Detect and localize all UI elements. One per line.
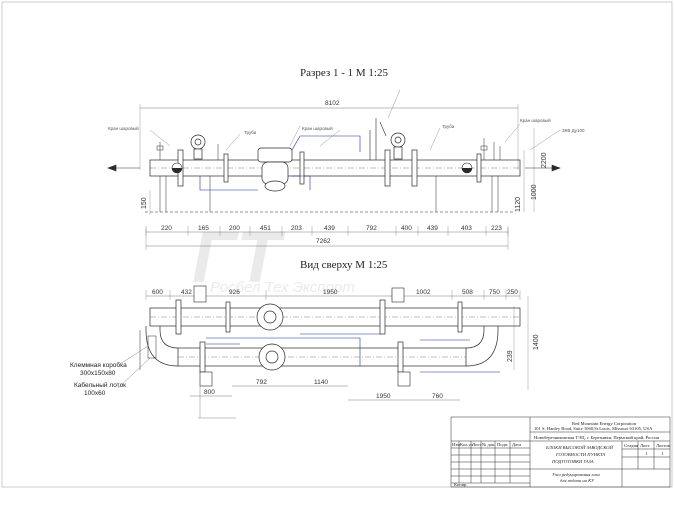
cable-tray-label: Кабельный лоток [74, 381, 126, 389]
callout-leaders [117, 345, 236, 419]
rev-header-kol: Кол.уч [460, 442, 474, 447]
drawing-title-line1: БЛОКИ ВЫСОКОЙ ЗАВОДСКОЙ [545, 444, 613, 450]
label-pipe-right: Труба [442, 124, 455, 129]
rev-header-izm: Изм [452, 442, 460, 447]
section-regulator [257, 147, 293, 192]
section-left-height: 150 [141, 190, 151, 215]
dim-top-right-1: 1400 [533, 334, 540, 350]
top-view-title: Вид сверху М 1:25 [300, 259, 388, 271]
dim-top-right-2: 239 [507, 350, 514, 362]
top-bottom-chain-value: 800 [204, 389, 215, 396]
sheet-title-line1: Узел редуцирования газа [552, 472, 600, 477]
top-chain-value: 750 [489, 289, 500, 296]
section-chain-value: 792 [366, 225, 377, 232]
top-lower-pipe [145, 326, 499, 373]
dim-left-height: 150 [141, 197, 148, 209]
dim-right-height-2: 1000 [531, 184, 538, 200]
rev-header-doc: № док. [482, 442, 496, 447]
drawing-title-line3: ПОДГОТОВКИ ГАЗА [551, 459, 594, 464]
top-impulse-lines [206, 333, 500, 373]
section-chain-value: 400 [401, 225, 412, 232]
label-valve-mid: Кран шаровый [302, 125, 333, 131]
dim-overall: 8102 [325, 100, 340, 107]
top-dimension-chain: 600 432 926 1950 1002 508 750 250 800 792 1140 1950… [145, 289, 521, 401]
company-address: 101 S. Hanley Road, Suite 1060,St.Louis,… [534, 426, 653, 432]
top-bottom-chain-value: 760 [432, 393, 443, 400]
rev-header-sign: Подп. [497, 442, 508, 447]
top-chain-value: 432 [181, 289, 192, 296]
label-valve-right: Кран шаровый [520, 117, 551, 123]
section-shutoff-valve [369, 118, 387, 160]
section-chain-value: 223 [491, 225, 502, 232]
dim-right-height-3: 1120 [515, 197, 522, 212]
section-instruments [156, 138, 501, 160]
footer-copy: Копир. [454, 482, 468, 487]
top-regulator-upper [256, 303, 284, 331]
top-valves [193, 285, 411, 387]
terminal-box-label: Клеммная коробка [70, 361, 127, 369]
section-chain-value: 439 [427, 225, 438, 232]
top-chain-value: 1002 [416, 289, 431, 296]
section-right-heights: 1120 1000 2200 [515, 128, 548, 212]
sheet-value: 1 [645, 451, 648, 456]
section-chain-value: 451 [260, 225, 271, 232]
flow-indicator-left [171, 162, 183, 174]
section-chain-value: 220 [161, 225, 172, 232]
label-valve-left: Кран шаровый [108, 125, 139, 131]
section-chain-value: 439 [324, 225, 335, 232]
label-pipe-left: Труба [244, 130, 257, 135]
sheet-title-line2: для подачи на КУ [560, 478, 595, 483]
dim-right-height-1: 2200 [541, 152, 548, 168]
section-leaders [149, 89, 561, 151]
section-supports [145, 176, 515, 213]
section-dimension-chain: 220 165 200 451 203 439 792 400 439 403 223 [145, 225, 509, 236]
title-block [450, 416, 671, 488]
section-chain-value: 403 [461, 225, 472, 232]
section-valve-left [190, 134, 206, 160]
watermark-text: Росбел Тех Экспорт [210, 279, 355, 296]
label-flange-right: ЗКВ Ду100 [562, 128, 585, 133]
top-right-heights: 239 1400 [507, 296, 540, 390]
rev-header-list: Лист [472, 442, 482, 447]
project-name: Новоберезниковская ТЭЦ, г. Березники, Пе… [534, 435, 660, 441]
top-bottom-chain-value: 1140 [314, 379, 328, 386]
section-chain-value: 200 [229, 225, 240, 232]
sheets-value: 1 [661, 451, 664, 456]
top-regulator-lower [258, 343, 286, 371]
top-bottom-chain-value: 792 [256, 379, 267, 386]
top-chain-value: 1950 [323, 289, 338, 296]
watermark-logo: ГТ [192, 218, 286, 298]
terminal-box-size: 300x150x80 [80, 370, 116, 377]
section-valve-right [390, 132, 406, 160]
sheets-header: Листов [656, 443, 671, 448]
section-main-pipe [149, 149, 521, 187]
sheet-frame [1, 1, 673, 488]
section-chain-value: 165 [198, 225, 209, 232]
drawing-title-line2: ГОТОВНОСТИ ПУНКТА [555, 452, 605, 457]
top-chain-value: 508 [462, 289, 473, 296]
stage-header: Стадия [624, 443, 639, 448]
top-bottom-chain-value: 1950 [376, 393, 391, 400]
company-name: Red Mountain Energy Corporation [572, 421, 637, 426]
section-chain-value: 203 [291, 225, 302, 232]
sheet-header: Лист [640, 443, 650, 448]
cable-tray-size: 100x60 [84, 390, 106, 397]
top-chain-value: 250 [507, 289, 518, 296]
section-overall-dimension: 8102 [139, 100, 519, 170]
watermark: ГТ Росбел Тех Экспорт [192, 218, 355, 298]
flow-indicator-right [461, 162, 473, 174]
top-chain-value: 926 [229, 289, 240, 296]
section-title: Разрез 1 - 1 М 1:25 [300, 67, 388, 79]
section-impulse-lines [199, 135, 361, 191]
top-left-supports [139, 330, 157, 370]
flow-arrows [107, 164, 561, 172]
top-upper-pipe [149, 299, 521, 335]
rev-header-date: Дата [512, 442, 521, 447]
top-chain-value: 600 [152, 289, 163, 296]
dim-total: 7262 [316, 238, 331, 245]
section-total-dim: 7262 [145, 228, 509, 250]
